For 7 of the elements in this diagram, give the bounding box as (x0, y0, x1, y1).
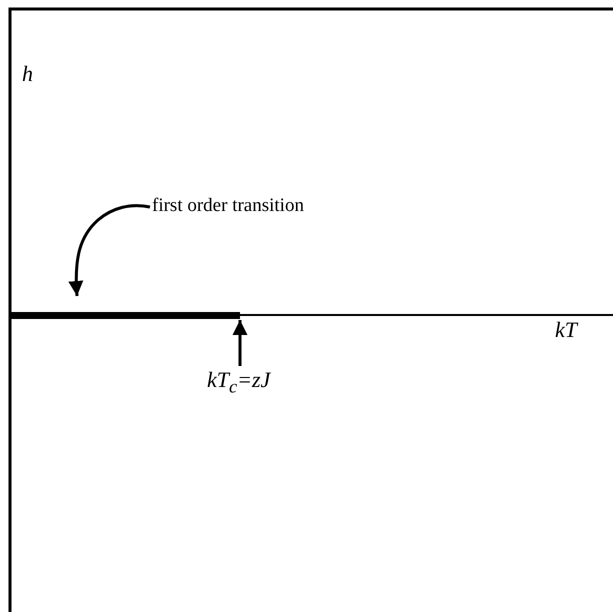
axis-label: h (22, 62, 33, 86)
critical-point-label: kT$_{c}$=zJ (207, 368, 270, 397)
axis-label: kT (555, 318, 577, 342)
leader-arrow (232, 320, 248, 366)
annotation-text: first order transition (152, 196, 304, 217)
thick-line-segment (10, 312, 240, 319)
leader-arrow (68, 204, 150, 296)
